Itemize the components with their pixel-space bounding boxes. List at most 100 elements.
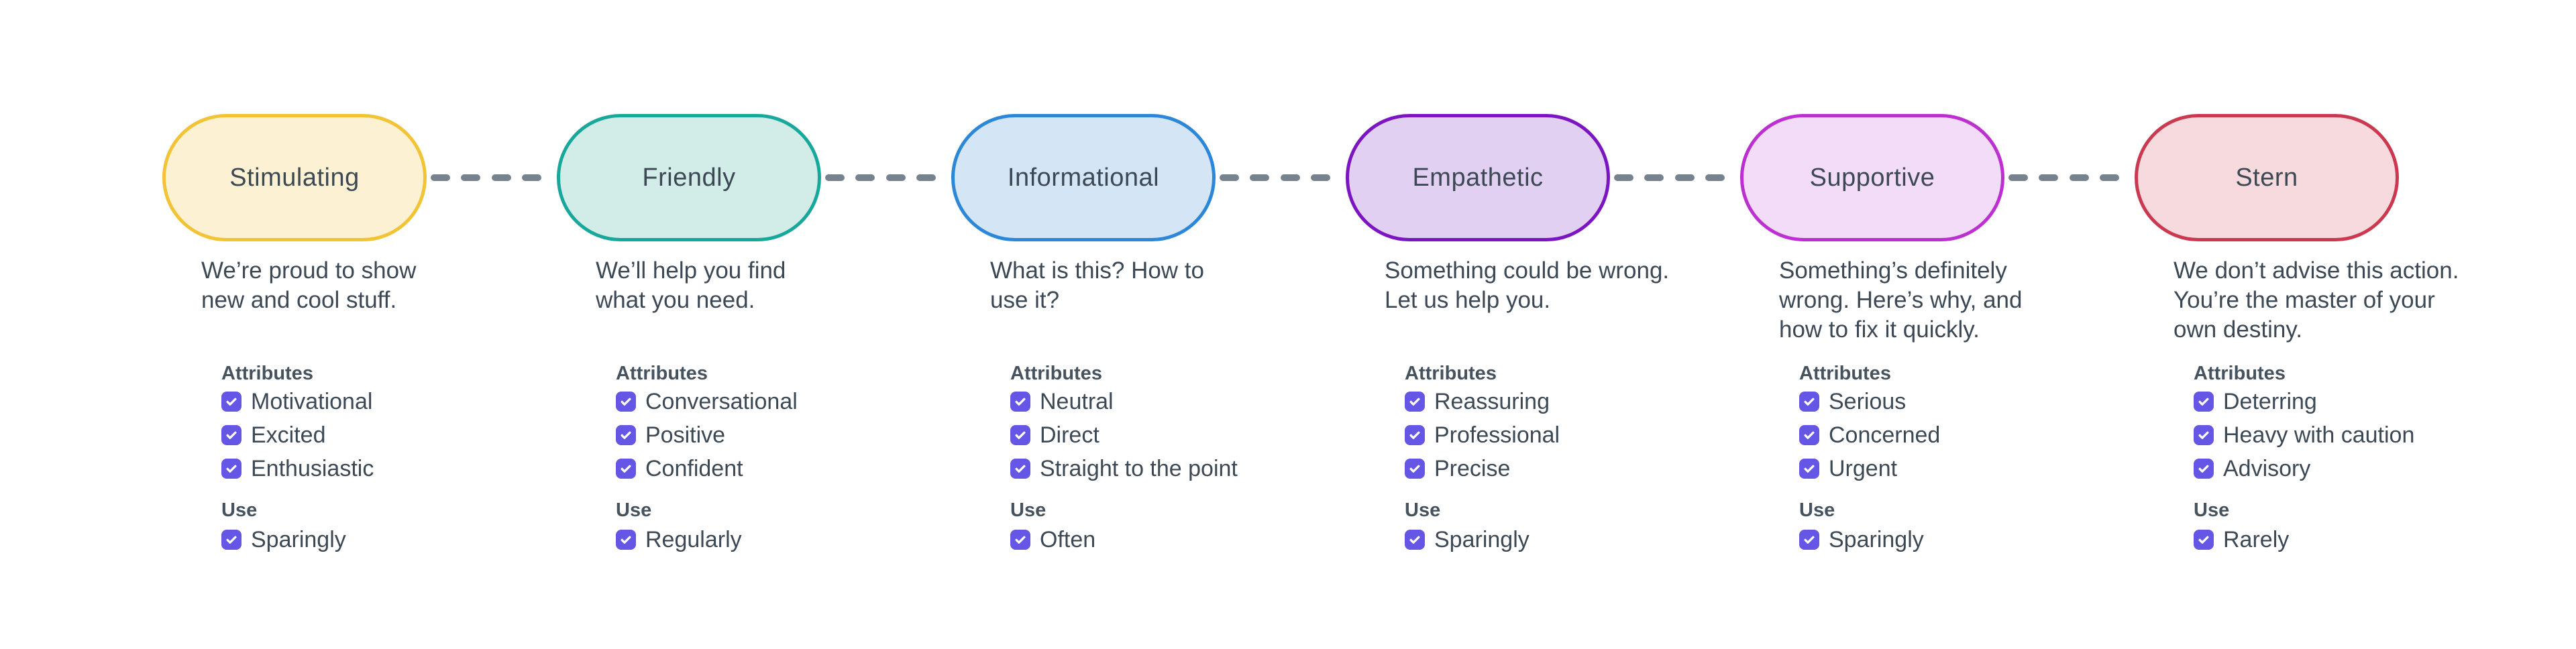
tone-node-stimulating[interactable]: Stimulating bbox=[162, 114, 427, 241]
tone-column-stimulating: Stimulating We’re proud to show new and … bbox=[162, 0, 557, 649]
attribute-checkbox[interactable] bbox=[616, 392, 636, 412]
tone-column-stern: Stern We don’t advise this action. You’r… bbox=[2135, 0, 2529, 649]
attribute-checkbox[interactable] bbox=[221, 425, 241, 445]
use-checkbox[interactable] bbox=[1799, 530, 1819, 550]
attribute-row: Advisory bbox=[2194, 456, 2414, 481]
use-heading: Use bbox=[1010, 499, 1046, 521]
attribute-label: Reassuring bbox=[1434, 388, 1550, 414]
use-checkbox[interactable] bbox=[1010, 530, 1030, 550]
attribute-row: Precise bbox=[1405, 456, 1560, 481]
attribute-label: Conversational bbox=[645, 388, 798, 414]
connector-dash bbox=[1644, 174, 1664, 181]
connector-dash bbox=[1310, 174, 1330, 181]
connector-supportive-stern bbox=[2008, 174, 2119, 181]
attribute-label: Straight to the point bbox=[1040, 455, 1238, 481]
attribute-label: Heavy with caution bbox=[2223, 422, 2415, 448]
attribute-row: Conversational bbox=[616, 388, 798, 414]
connector-empathetic-supportive bbox=[1614, 174, 1725, 181]
check-icon bbox=[621, 398, 631, 406]
attribute-checkbox[interactable] bbox=[1010, 392, 1030, 412]
attribute-checkbox[interactable] bbox=[1010, 425, 1030, 445]
tone-node-empathetic[interactable]: Empathetic bbox=[1346, 114, 1610, 241]
use-checkbox[interactable] bbox=[2194, 530, 2214, 550]
attribute-label: Deterring bbox=[2223, 388, 2317, 414]
attribute-checkbox[interactable] bbox=[616, 425, 636, 445]
attribute-checkbox[interactable] bbox=[1405, 425, 1425, 445]
use-section: Use Rarely bbox=[2194, 499, 2289, 563]
attributes-section: Attributes Motivational Excited Enthusia… bbox=[221, 362, 374, 492]
tone-node-label: Stern bbox=[2235, 163, 2298, 192]
attributes-heading: Attributes bbox=[1799, 363, 1891, 384]
tone-description: We’re proud to show new and cool stuff. bbox=[201, 257, 417, 313]
attributes-section: Attributes Deterring Heavy with caution … bbox=[2194, 362, 2414, 492]
connector-informational-empathetic bbox=[1220, 174, 1330, 181]
attribute-row: Confident bbox=[616, 456, 798, 481]
tone-description: Something’s definitely wrong. Here’s why… bbox=[1779, 257, 2023, 343]
attribute-label: Excited bbox=[251, 422, 326, 448]
attribute-checkbox[interactable] bbox=[616, 459, 636, 479]
use-row: Regularly bbox=[616, 527, 742, 552]
connector-friendly-informational bbox=[825, 174, 936, 181]
attribute-label: Serious bbox=[1829, 388, 1907, 414]
attribute-label: Direct bbox=[1040, 422, 1099, 448]
attribute-label: Professional bbox=[1434, 422, 1560, 448]
connector-dash bbox=[431, 174, 450, 181]
use-section: Use Sparingly bbox=[221, 499, 346, 563]
connector-dash bbox=[491, 174, 511, 181]
check-icon bbox=[1804, 536, 1815, 544]
tone-node-friendly[interactable]: Friendly bbox=[557, 114, 821, 241]
check-icon bbox=[1804, 431, 1815, 439]
attribute-row: Serious bbox=[1799, 388, 1940, 414]
tone-node-stern[interactable]: Stern bbox=[2135, 114, 2399, 241]
tone-node-label: Empathetic bbox=[1412, 163, 1544, 192]
check-icon bbox=[226, 465, 237, 473]
use-checkbox[interactable] bbox=[616, 530, 636, 550]
attribute-checkbox[interactable] bbox=[2194, 425, 2214, 445]
connector-dash bbox=[1674, 174, 1695, 181]
attribute-checkbox[interactable] bbox=[1010, 459, 1030, 479]
check-icon bbox=[1409, 431, 1420, 439]
attribute-checkbox[interactable] bbox=[2194, 392, 2214, 412]
attribute-checkbox[interactable] bbox=[1799, 459, 1819, 479]
use-row: Often bbox=[1010, 527, 1095, 552]
connector-dash bbox=[1614, 174, 1633, 181]
tone-node-informational[interactable]: Informational bbox=[951, 114, 1216, 241]
tone-node-supportive[interactable]: Supportive bbox=[1740, 114, 2004, 241]
use-section: Use Sparingly bbox=[1799, 499, 1924, 563]
attribute-label: Concerned bbox=[1829, 422, 1941, 448]
attributes-section: Attributes Serious Concerned Urgent bbox=[1799, 362, 1940, 492]
check-icon bbox=[226, 431, 237, 439]
use-checkbox[interactable] bbox=[221, 530, 241, 550]
attribute-row: Positive bbox=[616, 422, 798, 448]
connector-dash bbox=[885, 174, 906, 181]
check-icon bbox=[621, 465, 631, 473]
attribute-checkbox[interactable] bbox=[221, 459, 241, 479]
check-icon bbox=[621, 536, 631, 544]
attribute-checkbox[interactable] bbox=[1799, 392, 1819, 412]
attribute-row: Enthusiastic bbox=[221, 455, 374, 481]
attribute-label: Motivational bbox=[251, 388, 373, 414]
attribute-label: Enthusiastic bbox=[251, 455, 374, 481]
check-icon bbox=[1015, 536, 1026, 544]
check-icon bbox=[1409, 465, 1420, 473]
connector-dash bbox=[461, 174, 481, 181]
attribute-checkbox[interactable] bbox=[2194, 459, 2214, 479]
attribute-checkbox[interactable] bbox=[1799, 425, 1819, 445]
connector-dash bbox=[2099, 174, 2119, 181]
use-heading: Use bbox=[1405, 499, 1441, 521]
attribute-checkbox[interactable] bbox=[1405, 392, 1425, 412]
use-row: Rarely bbox=[2194, 527, 2289, 552]
connector-dash bbox=[855, 174, 875, 181]
attribute-checkbox[interactable] bbox=[1405, 459, 1425, 479]
use-checkbox[interactable] bbox=[1405, 530, 1425, 550]
attribute-checkbox[interactable] bbox=[221, 392, 241, 412]
attribute-label: Positive bbox=[645, 422, 726, 448]
use-row: Sparingly bbox=[221, 527, 346, 552]
attributes-heading: Attributes bbox=[2194, 363, 2286, 384]
connector-dash bbox=[1250, 174, 1270, 181]
tone-description: Something could be wrong. Let us help yo… bbox=[1385, 257, 1670, 313]
tone-node-label: Informational bbox=[1007, 163, 1160, 192]
check-icon bbox=[1409, 536, 1420, 544]
use-section: Use Sparingly bbox=[1405, 499, 1529, 563]
